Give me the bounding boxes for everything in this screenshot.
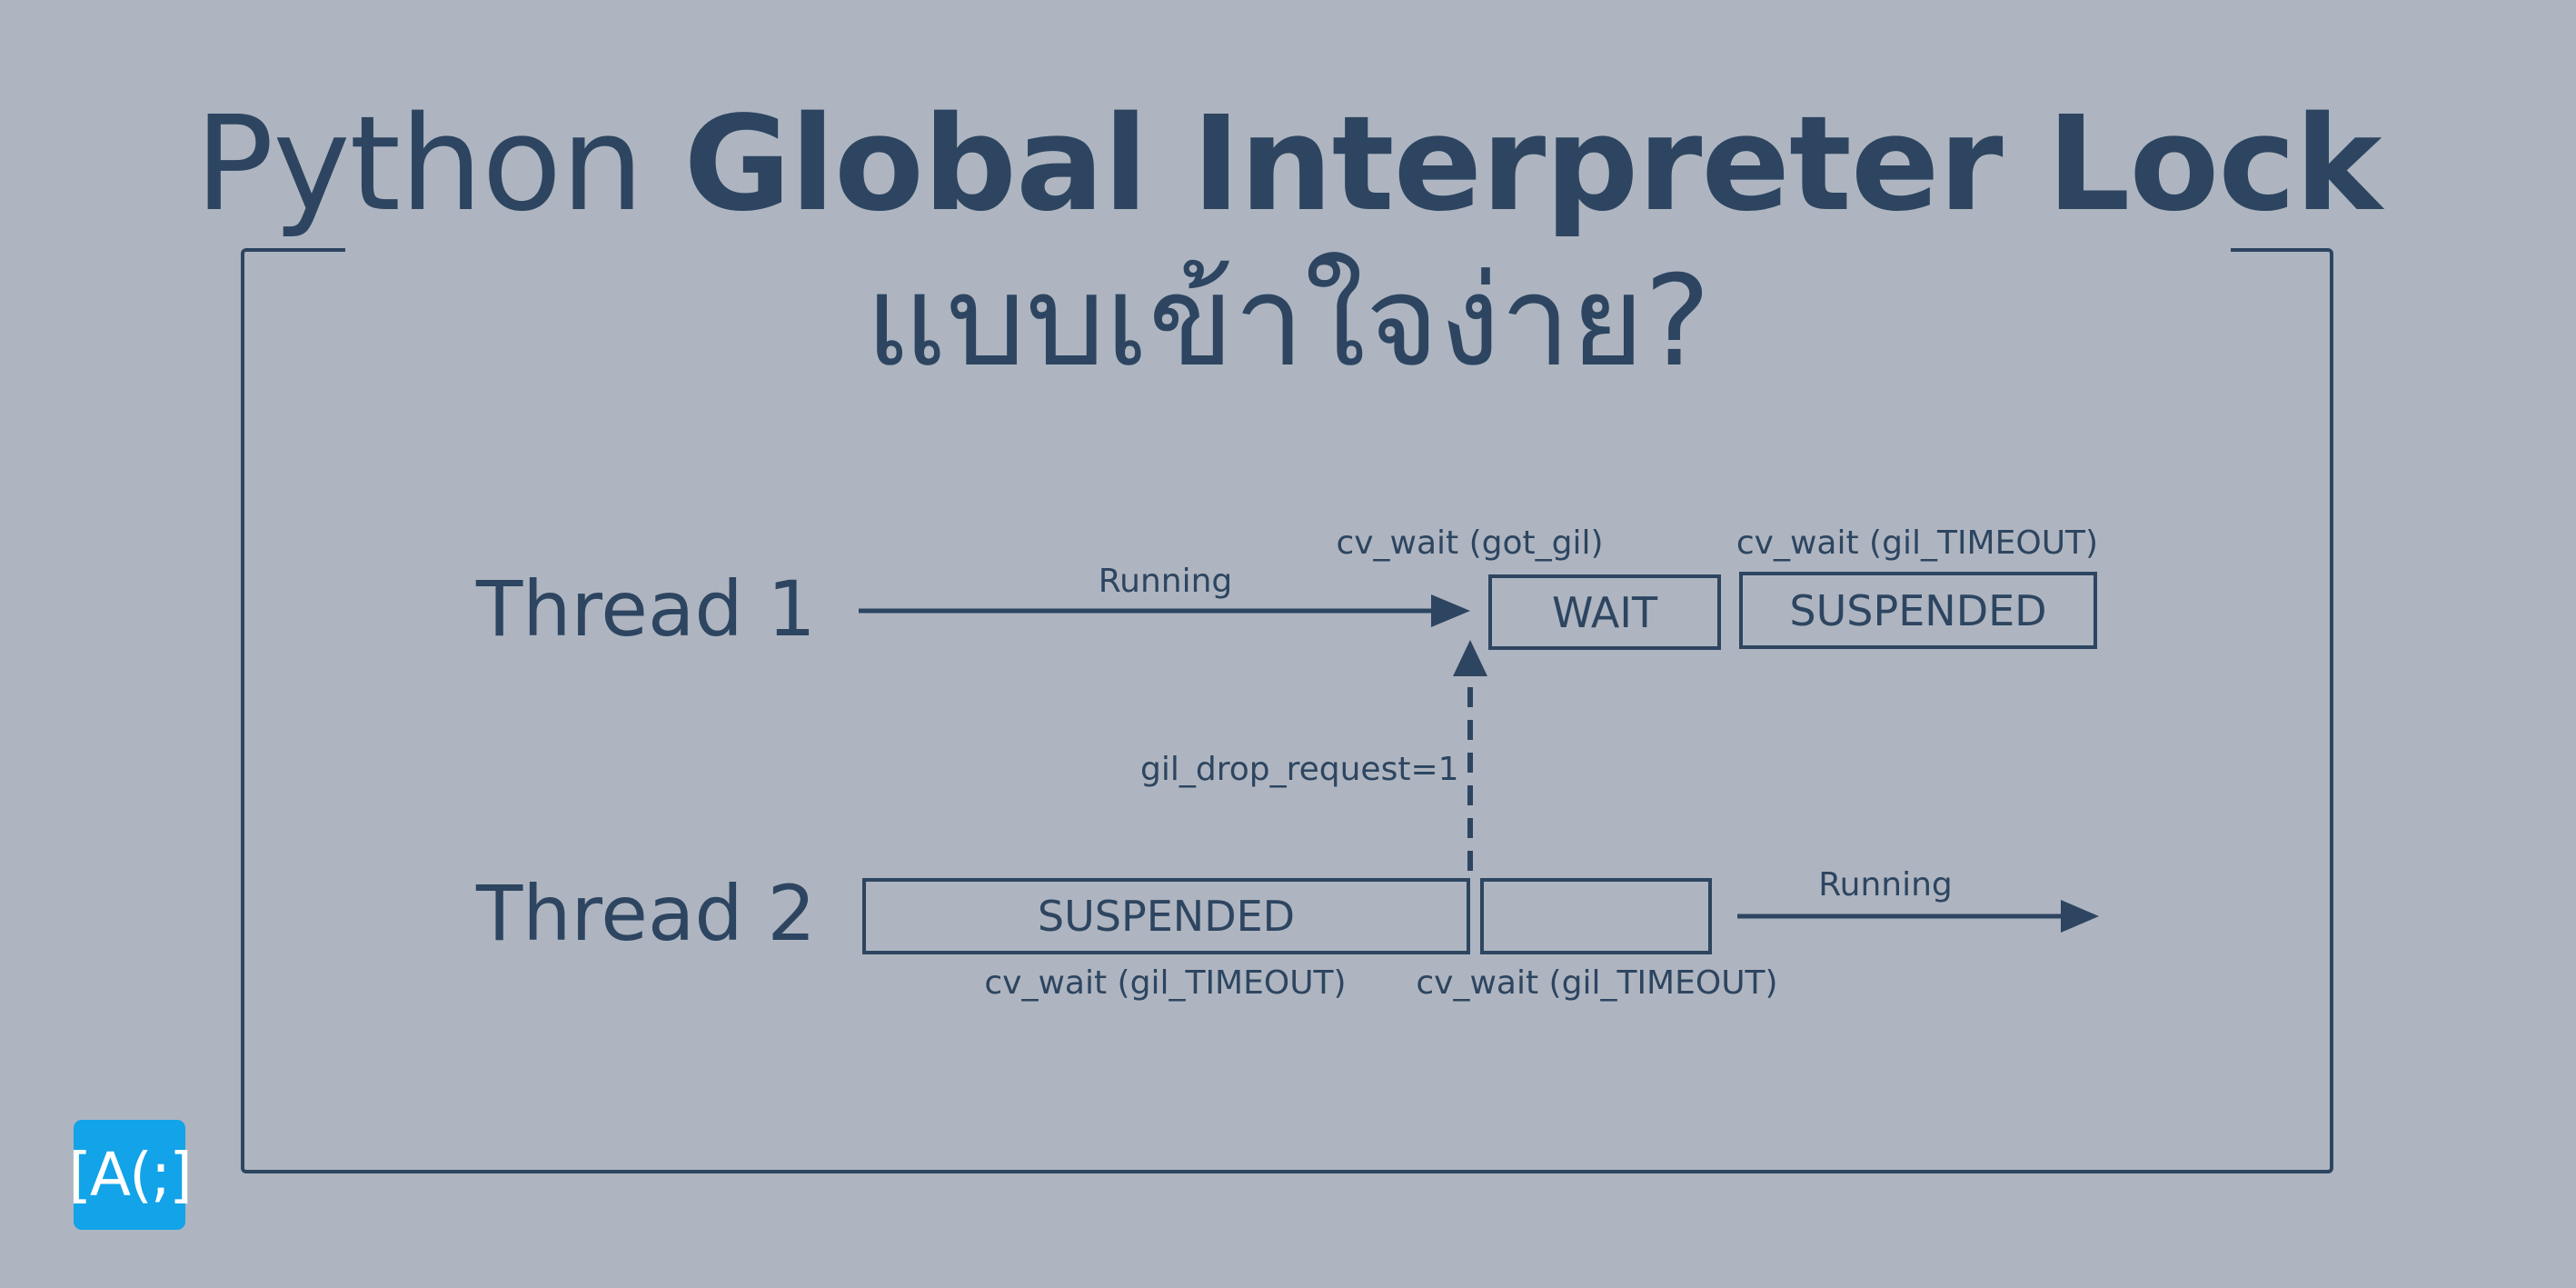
thread2-waiting-caption: cv_wait (gil_TIMEOUT) [1416,964,1778,1002]
thread1-suspended-caption: cv_wait (gil_TIMEOUT) [1736,524,2099,562]
thread2-waiting-box [1480,878,1712,954]
thread2-suspended-caption: cv_wait (gil_TIMEOUT) [984,964,1347,1002]
page-subtitle: แบบเข้าใจง่าย? [865,248,1711,394]
gil-drop-request-label: gil_drop_request=1 [1140,751,1459,788]
thread1-running-arrowhead [1431,594,1470,627]
thread1-wait-box: WAIT [1488,574,1721,650]
thread1-running-label: Running [1098,563,1233,600]
page-title: Python Global Interpreter Lock [0,98,2576,229]
title-emphasis: Global Interpreter Lock [683,87,2382,240]
brand-logo: [A(;] [68,1120,193,1230]
thread1-wait-caption: cv_wait (got_gil) [1336,524,1604,562]
thread2-running-label: Running [1818,866,1953,904]
thread1-label: Thread 1 [476,564,816,654]
thread2-running-arrowhead [2061,900,2099,933]
title-backdrop [345,218,2231,273]
title-prefix: Python [194,87,684,240]
thread2-label: Thread 2 [476,869,816,958]
thread2-suspended-box: SUSPENDED [862,878,1470,954]
gil-drop-request-arrowhead [1453,640,1487,676]
thread1-suspended-box: SUSPENDED [1739,572,2097,649]
